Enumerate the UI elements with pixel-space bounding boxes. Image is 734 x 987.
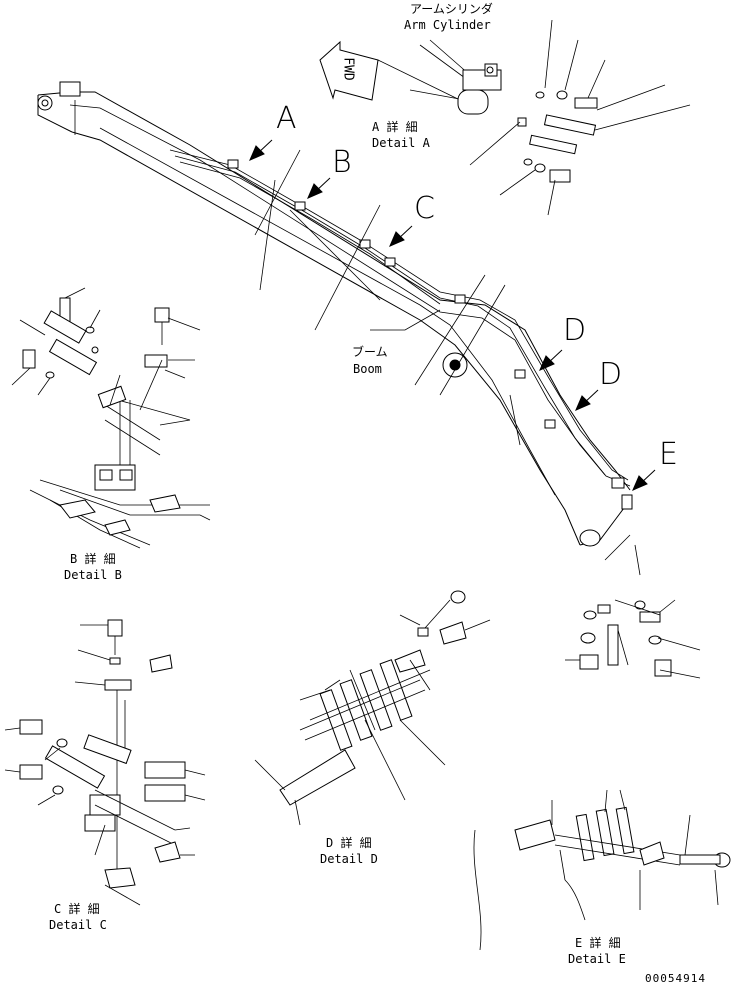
boom-label-jp: ブーム <box>352 345 388 359</box>
callout-d1: D <box>563 313 587 348</box>
detail-c-label-jp: C 詳 細 <box>54 902 100 916</box>
callout-arrow-a <box>249 139 273 161</box>
drawing-number: 00054914 <box>645 972 706 985</box>
callout-b: B <box>332 145 352 180</box>
detail-a-drawing <box>457 19 691 216</box>
detail-b-label-jp: B 詳 細 <box>70 552 116 566</box>
hydraulic-hoses <box>169 149 633 510</box>
detail-a-label-en: Detail A <box>372 136 430 150</box>
detail-d-drawing <box>254 590 491 826</box>
detail-c-drawing <box>4 619 206 906</box>
callout-arrow-c <box>389 225 413 247</box>
callout-arrow-b <box>307 177 331 199</box>
detail-a-label-jp: A 詳 細 <box>372 120 418 134</box>
detail-e-parts <box>565 599 701 679</box>
detail-b-drawing <box>11 287 211 549</box>
detail-e-label-en: Detail E <box>568 952 626 966</box>
callout-d2: D <box>599 357 623 392</box>
callout-arrows <box>249 139 656 491</box>
detail-e-label-jp: E 詳 細 <box>575 936 621 950</box>
detail-e-drawing <box>473 789 731 951</box>
detail-c-label-en: Detail C <box>49 918 107 932</box>
boom-label-en: Boom <box>353 362 382 376</box>
arm-cylinder-label-en: Arm Cylinder <box>404 18 491 32</box>
callout-a: A <box>276 101 297 136</box>
boom-body <box>37 81 631 547</box>
fwd-arrow-icon <box>319 40 461 101</box>
leader-lines <box>254 39 641 576</box>
callout-e: E <box>659 437 678 472</box>
detail-b-label-en: Detail B <box>64 568 122 582</box>
detail-d-label-jp: D 詳 細 <box>326 836 372 850</box>
callout-arrow-e <box>632 469 656 491</box>
callout-arrow-d1 <box>539 349 563 371</box>
fwd-label: FWD <box>340 57 356 81</box>
detail-d-label-en: Detail D <box>320 852 378 866</box>
arm-cylinder-label-jp: アームシリンダ <box>410 2 493 16</box>
callout-c: C <box>414 191 435 226</box>
callout-arrow-d2 <box>575 389 599 411</box>
